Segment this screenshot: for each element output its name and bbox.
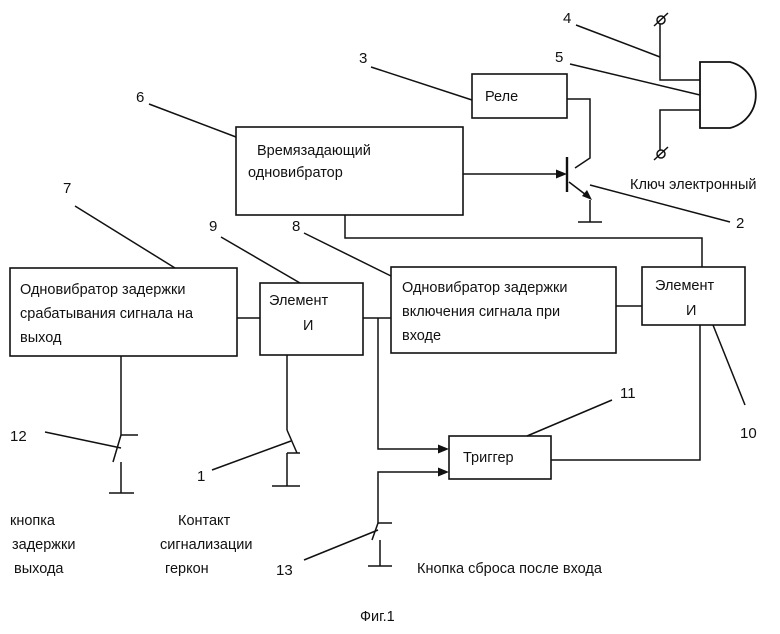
ref-number-9: 9: [209, 218, 217, 235]
timing-label-line2: одновибратор: [248, 165, 343, 181]
ref-number-7: 7: [63, 180, 71, 197]
exit-button-label-line2: задержки: [12, 537, 75, 553]
emitter-arrow: [582, 190, 592, 200]
leader-6: [149, 104, 236, 137]
leader-11: [527, 400, 612, 436]
leader-4: [576, 25, 660, 57]
ref-number-1: 1: [197, 468, 205, 485]
exit-button-label-line3: выхода: [14, 561, 64, 577]
entry-delay-label-line1: Одновибратор задержки: [402, 280, 568, 296]
and-left-label-line2: И: [303, 318, 313, 334]
wire-timing-to-and-right: [345, 215, 702, 267]
leader-8: [304, 233, 391, 276]
reed-label-line3: геркон: [165, 561, 209, 577]
siren-icon: [700, 62, 756, 128]
exit-button-label-line1: кнопка: [10, 513, 56, 529]
ref-number-10: 10: [740, 425, 757, 442]
figure-caption: Фиг.1: [360, 609, 395, 625]
arrow-head: [556, 170, 567, 179]
leader-7: [75, 206, 175, 268]
reed-label-line1: Контакт: [178, 513, 231, 529]
and-right-label-line1: Элемент: [655, 278, 715, 294]
electronic-key-label: Ключ электронный: [630, 177, 756, 193]
wire-siren-bottom: [660, 110, 700, 150]
ref-number-11: 11: [620, 385, 636, 402]
ref-number-12: 12: [10, 428, 27, 445]
timing-label-line1: Времязадающий: [257, 143, 371, 159]
and-left-label-line1: Элемент: [269, 293, 329, 309]
ref-number-6: 6: [136, 89, 144, 106]
leader-10: [713, 325, 745, 405]
wire-reset-to-trigger: [378, 472, 438, 523]
ref-number-5: 5: [555, 49, 563, 66]
leader-13: [304, 530, 378, 560]
and-right-label-line2: И: [686, 303, 696, 319]
leader-3: [371, 67, 472, 100]
ref-number-4: 4: [563, 10, 571, 27]
ref-number-2: 2: [736, 215, 744, 232]
arrow-head: [438, 445, 449, 454]
exit-delay-label-line1: Одновибратор задержки: [20, 282, 186, 298]
ref-number-8: 8: [292, 218, 300, 235]
exit-delay-label-line3: выход: [20, 330, 62, 346]
entry-delay-label-line2: включения сигнала при: [402, 304, 560, 320]
relay-label: Реле: [485, 89, 518, 105]
ref-number-3: 3: [359, 50, 367, 67]
arrow-head: [438, 468, 449, 477]
entry-delay-label-line3: входе: [402, 328, 441, 344]
wire-siren-top: [660, 57, 700, 80]
trigger-label: Триггер: [463, 450, 514, 466]
wire-relay-to-transistor: [567, 99, 590, 168]
ref-number-13: 13: [276, 562, 293, 579]
exit-delay-label-line2: срабатывания сигнала на: [20, 306, 194, 322]
reed-label-line2: сигнализации: [160, 537, 253, 553]
leader-1: [212, 441, 291, 470]
leader-12: [45, 432, 121, 448]
reset-button-label: Кнопка сброса после входа: [417, 561, 603, 577]
